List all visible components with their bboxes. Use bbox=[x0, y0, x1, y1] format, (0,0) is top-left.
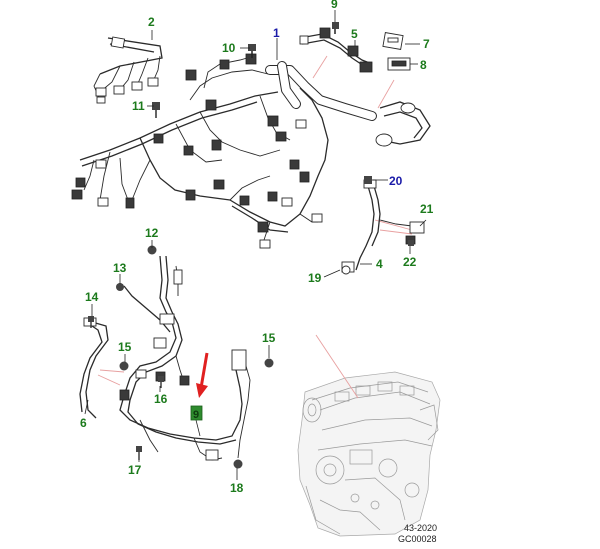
callout-15-left: 15 bbox=[118, 340, 132, 354]
callout-labels: 1 2 4 5 6 7 8 9 9 10 11 12 13 14 15 15 1… bbox=[80, 0, 434, 495]
nut-15-right bbox=[264, 358, 274, 368]
callout-13: 13 bbox=[113, 261, 127, 275]
callout-leader-lines bbox=[84, 10, 427, 480]
callout-8: 8 bbox=[420, 58, 427, 72]
callout-22: 22 bbox=[403, 255, 417, 269]
figure-code: GC00028 bbox=[398, 534, 437, 544]
callout-11: 11 bbox=[132, 99, 145, 113]
callout-17: 17 bbox=[128, 463, 142, 477]
nut-13 bbox=[116, 283, 124, 291]
callout-21: 21 bbox=[420, 202, 434, 216]
callout-16: 16 bbox=[154, 392, 168, 406]
callout-1: 1 bbox=[273, 26, 280, 40]
bolt-9 bbox=[332, 22, 339, 34]
nut-20 bbox=[364, 176, 372, 184]
bolt-16 bbox=[158, 376, 164, 388]
callout-9-top: 9 bbox=[331, 0, 338, 11]
connector-7 bbox=[382, 32, 404, 50]
callout-7: 7 bbox=[423, 37, 430, 51]
callout-6: 6 bbox=[80, 416, 87, 430]
callout-12: 12 bbox=[145, 226, 159, 240]
intake-pipe-1 bbox=[265, 61, 431, 147]
callout-18: 18 bbox=[230, 481, 244, 495]
highlight-box-9 bbox=[190, 405, 203, 421]
connector-8 bbox=[387, 57, 411, 71]
clip-11 bbox=[152, 102, 160, 118]
nut-18 bbox=[233, 459, 243, 469]
callout-14: 14 bbox=[85, 290, 99, 304]
nut-15-left bbox=[119, 361, 129, 371]
date-code: 43-2020 bbox=[404, 523, 437, 533]
lower-harness bbox=[79, 255, 251, 461]
locator-leader-lines bbox=[97, 55, 413, 399]
bolt-14 bbox=[88, 316, 94, 328]
bolt-10 bbox=[248, 44, 256, 58]
nut-12 bbox=[147, 245, 157, 255]
bolt-22 bbox=[408, 240, 414, 246]
callout-10: 10 bbox=[222, 41, 236, 55]
callout-15-right: 15 bbox=[262, 331, 276, 345]
highlight-arrow bbox=[196, 352, 209, 398]
callout-9-box: 9 bbox=[193, 409, 199, 421]
callout-5: 5 bbox=[351, 27, 358, 41]
callout-20: 20 bbox=[389, 174, 403, 188]
injector-harness-2 bbox=[93, 36, 163, 104]
callout-2: 2 bbox=[148, 15, 155, 29]
callout-4: 4 bbox=[376, 257, 383, 271]
callout-19: 19 bbox=[308, 271, 322, 285]
engine-locator-illustration bbox=[297, 371, 441, 537]
main-engine-harness bbox=[71, 53, 329, 249]
sensor-harness-5 bbox=[299, 27, 373, 73]
